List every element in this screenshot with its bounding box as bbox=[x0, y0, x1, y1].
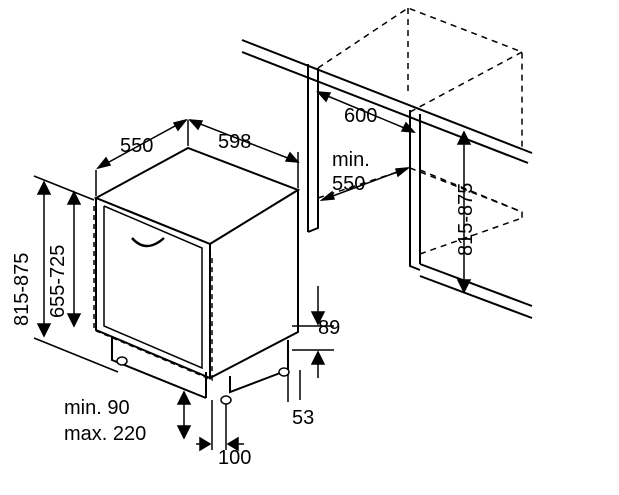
door-drop-dim bbox=[176, 390, 192, 440]
appliance-height-label: 655-725 bbox=[47, 245, 69, 318]
niche-depth-value-label: 550 bbox=[332, 173, 365, 195]
height-label: 815-875 bbox=[11, 253, 33, 326]
depth-dim bbox=[95, 118, 189, 196]
kick-height-dim bbox=[292, 286, 334, 378]
kick-depth-label: 53 bbox=[292, 407, 314, 429]
depth-label: 550 bbox=[120, 135, 153, 157]
niche-width-label: 600 bbox=[344, 105, 377, 127]
feet bbox=[116, 356, 290, 405]
width-dim bbox=[188, 119, 300, 188]
niche-dashed-box bbox=[317, 7, 523, 255]
dishwasher-body bbox=[93, 146, 301, 380]
dishwasher-base bbox=[111, 336, 289, 399]
kick-depth-dim bbox=[287, 370, 301, 402]
dishwasher-door bbox=[103, 205, 203, 370]
kick-height-label: 89 bbox=[318, 317, 340, 339]
niche-height-dim bbox=[456, 130, 472, 294]
door-drop-max-label: max. 220 bbox=[64, 423, 146, 445]
niche-walls bbox=[307, 64, 533, 319]
countertop bbox=[241, 39, 533, 164]
height-dim bbox=[33, 175, 119, 373]
decor-panel-dashed bbox=[93, 206, 213, 382]
niche-width-dim bbox=[316, 91, 416, 133]
foot-offset-label: 100 bbox=[218, 447, 251, 469]
foot-offset-dim bbox=[196, 400, 244, 452]
niche-depth-min-label: min. bbox=[332, 149, 370, 171]
niche-depth-dim bbox=[319, 167, 411, 201]
appliance-height-dim bbox=[66, 190, 82, 328]
width-label: 598 bbox=[218, 131, 251, 153]
door-drop-min-label: min. 90 bbox=[64, 397, 130, 419]
handle-icon bbox=[131, 237, 165, 248]
niche-height-label: 815-875 bbox=[455, 183, 477, 256]
